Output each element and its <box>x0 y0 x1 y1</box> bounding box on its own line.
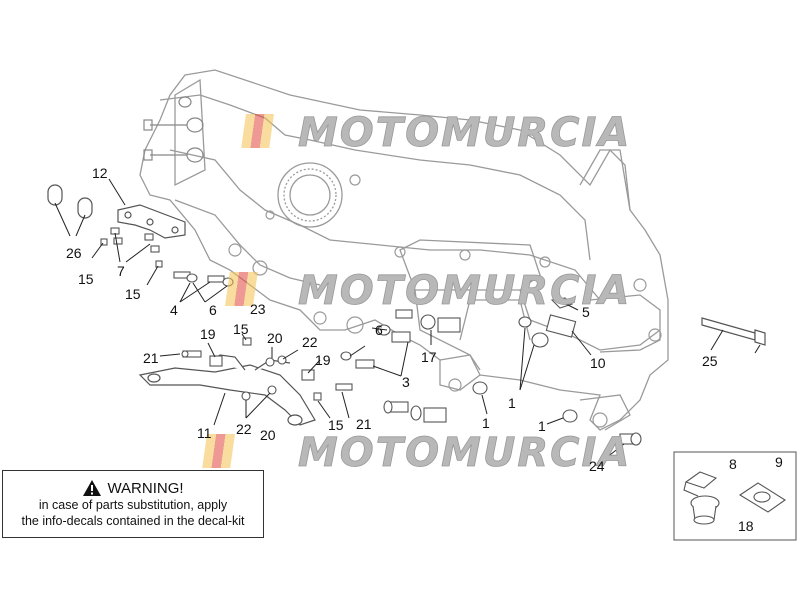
leader-lines <box>54 178 777 526</box>
part-17-spacer <box>420 314 461 333</box>
callout-3: 3 <box>402 374 410 390</box>
warning-triangle-icon <box>83 480 102 496</box>
part-19-21-22-fasteners <box>181 350 353 401</box>
frame-body <box>139 69 669 431</box>
watermark-text-middle: MOTOMURCIA <box>298 268 631 314</box>
part-1-bushings <box>472 316 578 423</box>
callout-15-b: 15 <box>125 286 141 302</box>
callout-10: 10 <box>590 355 606 371</box>
part-4-6-bolts-washers <box>173 271 234 287</box>
callout-12: 12 <box>92 165 108 181</box>
part-11-lower-bracket <box>138 354 316 426</box>
callout-20-a: 20 <box>267 330 283 346</box>
callout-9: 9 <box>775 454 783 470</box>
part-24-bolt <box>619 432 642 446</box>
part-5-clip <box>550 297 574 309</box>
part-25-long-bolt <box>701 317 766 346</box>
callout-21-a: 21 <box>143 350 159 366</box>
watermark-text-top: MOTOMURCIA <box>298 110 631 156</box>
callout-15-d: 15 <box>328 417 344 433</box>
callout-6-b: 6 <box>375 322 383 338</box>
callout-25: 25 <box>702 353 718 369</box>
callout-24: 24 <box>589 458 605 474</box>
warning-title: WARNING! <box>107 479 184 497</box>
watermark-middle: MOTOMURCIA <box>224 268 631 314</box>
part-lower-center-bolts <box>383 400 447 423</box>
callout-19-b: 19 <box>315 352 331 368</box>
part-15-small-screws <box>100 238 322 401</box>
part-8-clip <box>683 471 718 497</box>
callout-15-c: 15 <box>233 321 249 337</box>
callout-15-a: 15 <box>78 271 94 287</box>
frame-plate-bolts <box>143 96 204 163</box>
part-9-nut-plate <box>738 482 786 513</box>
callouts: 12 26 15 7 15 4 6 23 19 15 20 22 21 19 1… <box>66 165 783 534</box>
watermark-top: MOTOMURCIA <box>241 110 631 156</box>
watermark-text-bottom: MOTOMURCIA <box>298 430 631 476</box>
warning-notice: WARNING! in case of parts substitution, … <box>2 470 264 538</box>
callout-5: 5 <box>582 304 590 320</box>
part-26-bushings <box>47 184 93 219</box>
callout-17: 17 <box>421 349 437 365</box>
callout-26: 26 <box>66 245 82 261</box>
part-18-rivet-nut <box>690 495 720 525</box>
watermark-bottom: MOTOMURCIA <box>202 430 631 476</box>
callout-23: 23 <box>250 301 266 317</box>
callout-11: 11 <box>197 425 212 441</box>
callout-1-b: 1 <box>508 395 516 411</box>
frame-steering-boss <box>277 162 343 228</box>
callout-21-b: 21 <box>356 416 372 432</box>
callout-19-a: 19 <box>200 326 216 342</box>
callout-8: 8 <box>729 456 737 472</box>
part-3-center-bolts <box>340 309 413 369</box>
part-12-upper-bracket <box>117 204 186 239</box>
inset-box <box>673 451 797 541</box>
callout-4: 4 <box>170 302 178 318</box>
warning-line-1: in case of parts substitution, apply <box>38 498 228 512</box>
callout-22-b: 22 <box>236 421 252 437</box>
callout-22-a: 22 <box>302 334 318 350</box>
callout-1-a: 1 <box>482 415 490 431</box>
callout-1-c: 1 <box>538 418 546 434</box>
callout-20-b: 20 <box>260 427 276 443</box>
part-7-screws <box>110 227 160 253</box>
callout-6-a: 6 <box>209 302 217 318</box>
callout-7: 7 <box>117 263 125 279</box>
callout-18: 18 <box>738 518 754 534</box>
frame-mounting-holes <box>228 174 662 428</box>
warning-line-2: the info-decals contained in the decal-k… <box>21 514 245 528</box>
part-10-spacer <box>545 314 577 338</box>
